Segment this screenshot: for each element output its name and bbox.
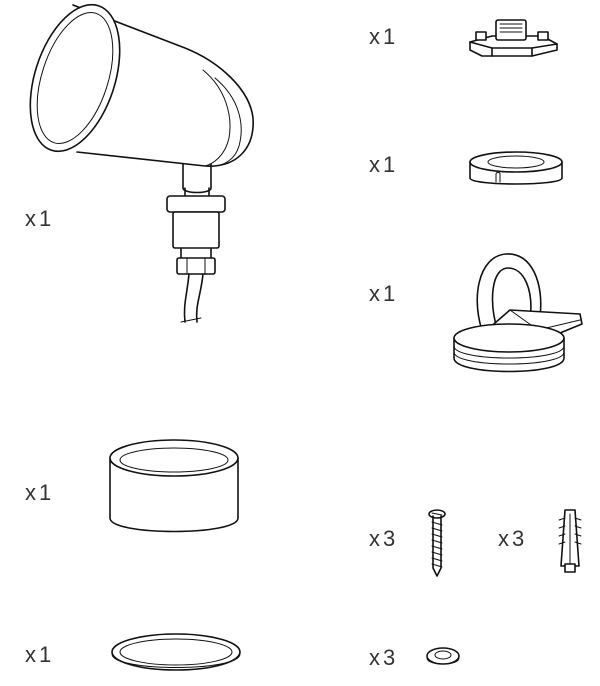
qty-washer: x3: [369, 645, 399, 670]
screw-icon: [426, 508, 448, 580]
qty-screw: x3: [369, 526, 399, 551]
ground-stake-cap-icon: [440, 250, 590, 390]
mount-bracket-icon: [462, 14, 562, 64]
spotlight-head-icon: [15, 0, 270, 340]
cylinder-cover-icon: [106, 436, 246, 536]
washer-icon: [423, 644, 463, 670]
qty-ground-stake-cap: x1: [369, 281, 399, 306]
qty-cylinder-cover: x1: [25, 480, 55, 505]
qty-wall-anchor: x3: [498, 526, 528, 551]
qty-spotlight: x1: [25, 206, 55, 231]
qty-gasket-ring: x1: [25, 642, 55, 667]
wall-anchor-icon: [555, 506, 585, 576]
lens-ring-icon: [466, 148, 566, 194]
gasket-ring-icon: [108, 630, 244, 680]
qty-lens-ring: x1: [369, 152, 399, 177]
qty-mount-bracket: x1: [369, 24, 399, 49]
